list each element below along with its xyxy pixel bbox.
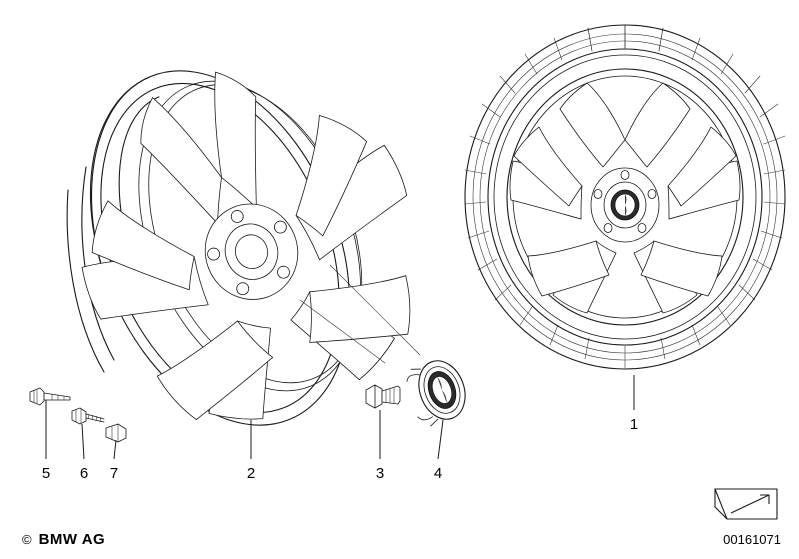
callout-label-2: 2 — [246, 465, 256, 482]
document-number: 00161071 — [723, 532, 781, 547]
callout-label-6: 6 — [79, 465, 89, 482]
brand-name: BMW AG — [38, 531, 106, 548]
callout-label-5: 5 — [41, 465, 51, 482]
callout-label-4: 4 — [433, 465, 443, 482]
footer-copyright: © BMW AG — [22, 532, 105, 547]
part-wheel-stud-guide-pin — [29, 387, 71, 406]
part-wheel-bolt — [365, 384, 401, 409]
callout-label-7: 7 — [109, 465, 119, 482]
copyright-symbol: © — [22, 532, 32, 547]
assembly-hint-lines — [299, 264, 421, 364]
callout-label-1: 1 — [629, 416, 639, 433]
callout-leader-lines — [45, 375, 635, 460]
wheel-spokes-right — [509, 82, 741, 314]
wheel-spokes-left — [81, 71, 411, 420]
part-valve — [71, 407, 105, 425]
part-hub-cap — [406, 360, 466, 427]
part-complete-wheel-assembly — [464, 24, 786, 370]
page-corner-fold-icon — [714, 488, 778, 520]
part-balance-weight — [105, 423, 127, 443]
callout-label-3: 3 — [375, 465, 385, 482]
part-alloy-wheel-rim — [66, 70, 411, 426]
